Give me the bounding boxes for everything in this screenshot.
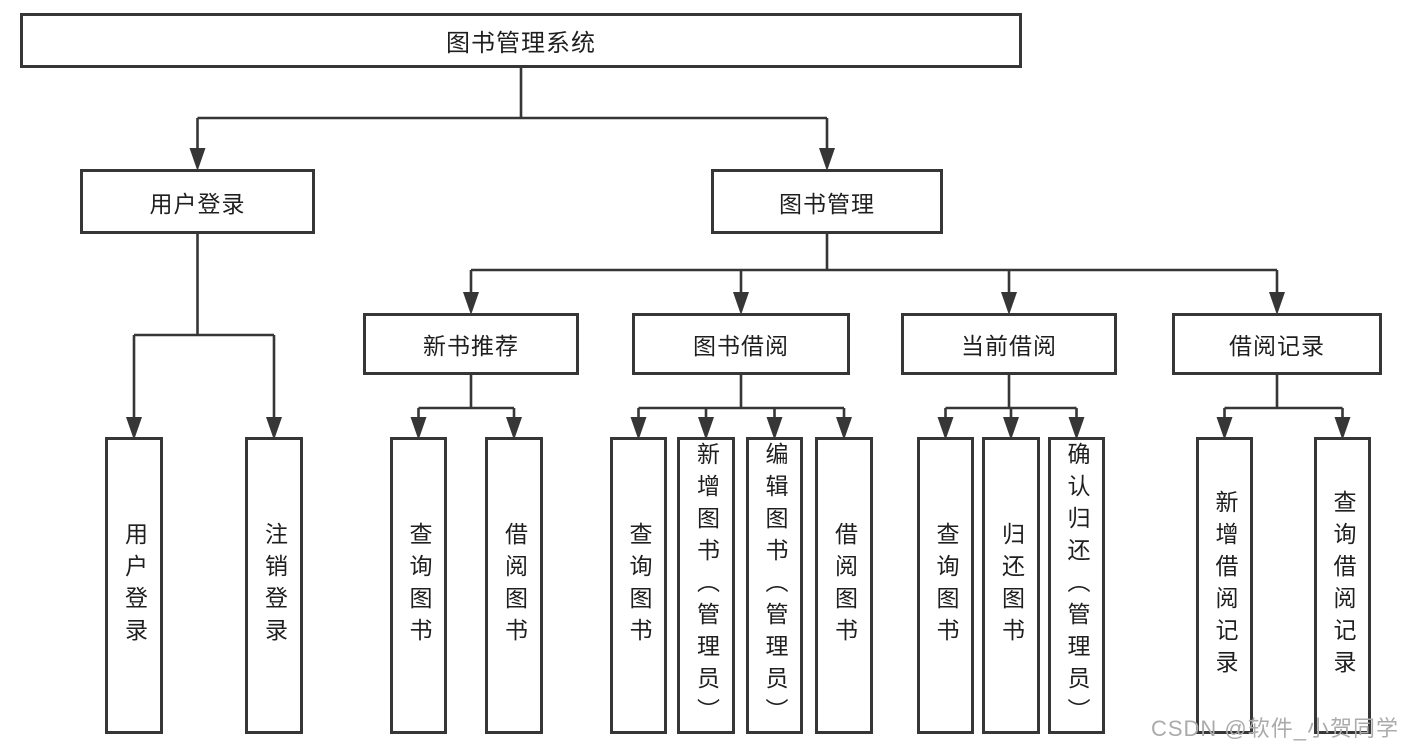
node-borrow-records-label: 借阅记录 [1229,333,1325,359]
leaf-user-login: 用户登录 [105,437,163,734]
leaf-borrow-book-borrow: 借阅图书 [815,437,873,734]
node-root-system: 图书管理系统 [20,13,1022,68]
node-book-borrow: 图书借阅 [632,313,850,375]
node-current-borrow: 当前借阅 [901,313,1117,375]
leaf-return-book-label: 归还图书 [998,521,1025,650]
node-user-login-label: 用户登录 [149,190,246,217]
leaf-edit-book-admin-label: 编辑图书（管理员） [762,441,788,730]
leaf-query-book-current: 查询图书 [917,437,974,734]
node-current-borrow-label: 当前借阅 [961,333,1057,359]
leaf-add-book-admin-label: 新增图书（管理员） [693,441,720,730]
leaf-edit-book-admin: 编辑图书（管理员） [746,437,803,734]
leaf-query-book-borrow-label: 查询图书 [626,521,652,650]
leaf-confirm-return-admin: 确认归还（管理员） [1048,437,1105,734]
leaf-add-borrow-record-label: 新增借阅记录 [1212,489,1238,682]
leaf-return-book: 归还图书 [982,437,1040,734]
leaf-query-borrow-record-label: 查询借阅记录 [1330,489,1356,682]
node-new-book-recommend-label: 新书推荐 [423,333,519,359]
leaf-user-login-label: 用户登录 [121,521,148,650]
leaf-query-book-borrow: 查询图书 [610,437,667,734]
leaf-query-book-newrec: 查询图书 [390,437,447,734]
node-root-label: 图书管理系统 [446,30,596,57]
leaf-query-book-current-label: 查询图书 [933,521,959,650]
leaf-query-book-newrec-label: 查询图书 [406,521,432,650]
node-book-management-label: 图书管理 [779,190,875,217]
leaf-add-book-admin: 新增图书（管理员） [677,437,735,734]
leaf-add-borrow-record: 新增借阅记录 [1196,437,1253,734]
leaf-logout: 注销登录 [245,437,303,734]
leaf-borrow-book-borrow-label: 借阅图书 [831,521,858,650]
csdn-watermark: CSDN @软件_小贺同学 [1150,716,1399,741]
leaf-borrow-book-newrec-label: 借阅图书 [501,521,528,650]
leaf-borrow-book-newrec: 借阅图书 [485,437,543,734]
node-book-borrow-label: 图书借阅 [693,333,789,359]
node-new-book-recommend: 新书推荐 [363,313,579,375]
leaf-logout-label: 注销登录 [261,521,288,650]
leaf-query-borrow-record: 查询借阅记录 [1314,437,1371,734]
node-user-login: 用户登录 [80,169,315,234]
node-book-management: 图书管理 [711,169,943,234]
node-borrow-records: 借阅记录 [1172,313,1382,375]
leaf-confirm-return-admin-label: 确认归还（管理员） [1064,441,1090,730]
